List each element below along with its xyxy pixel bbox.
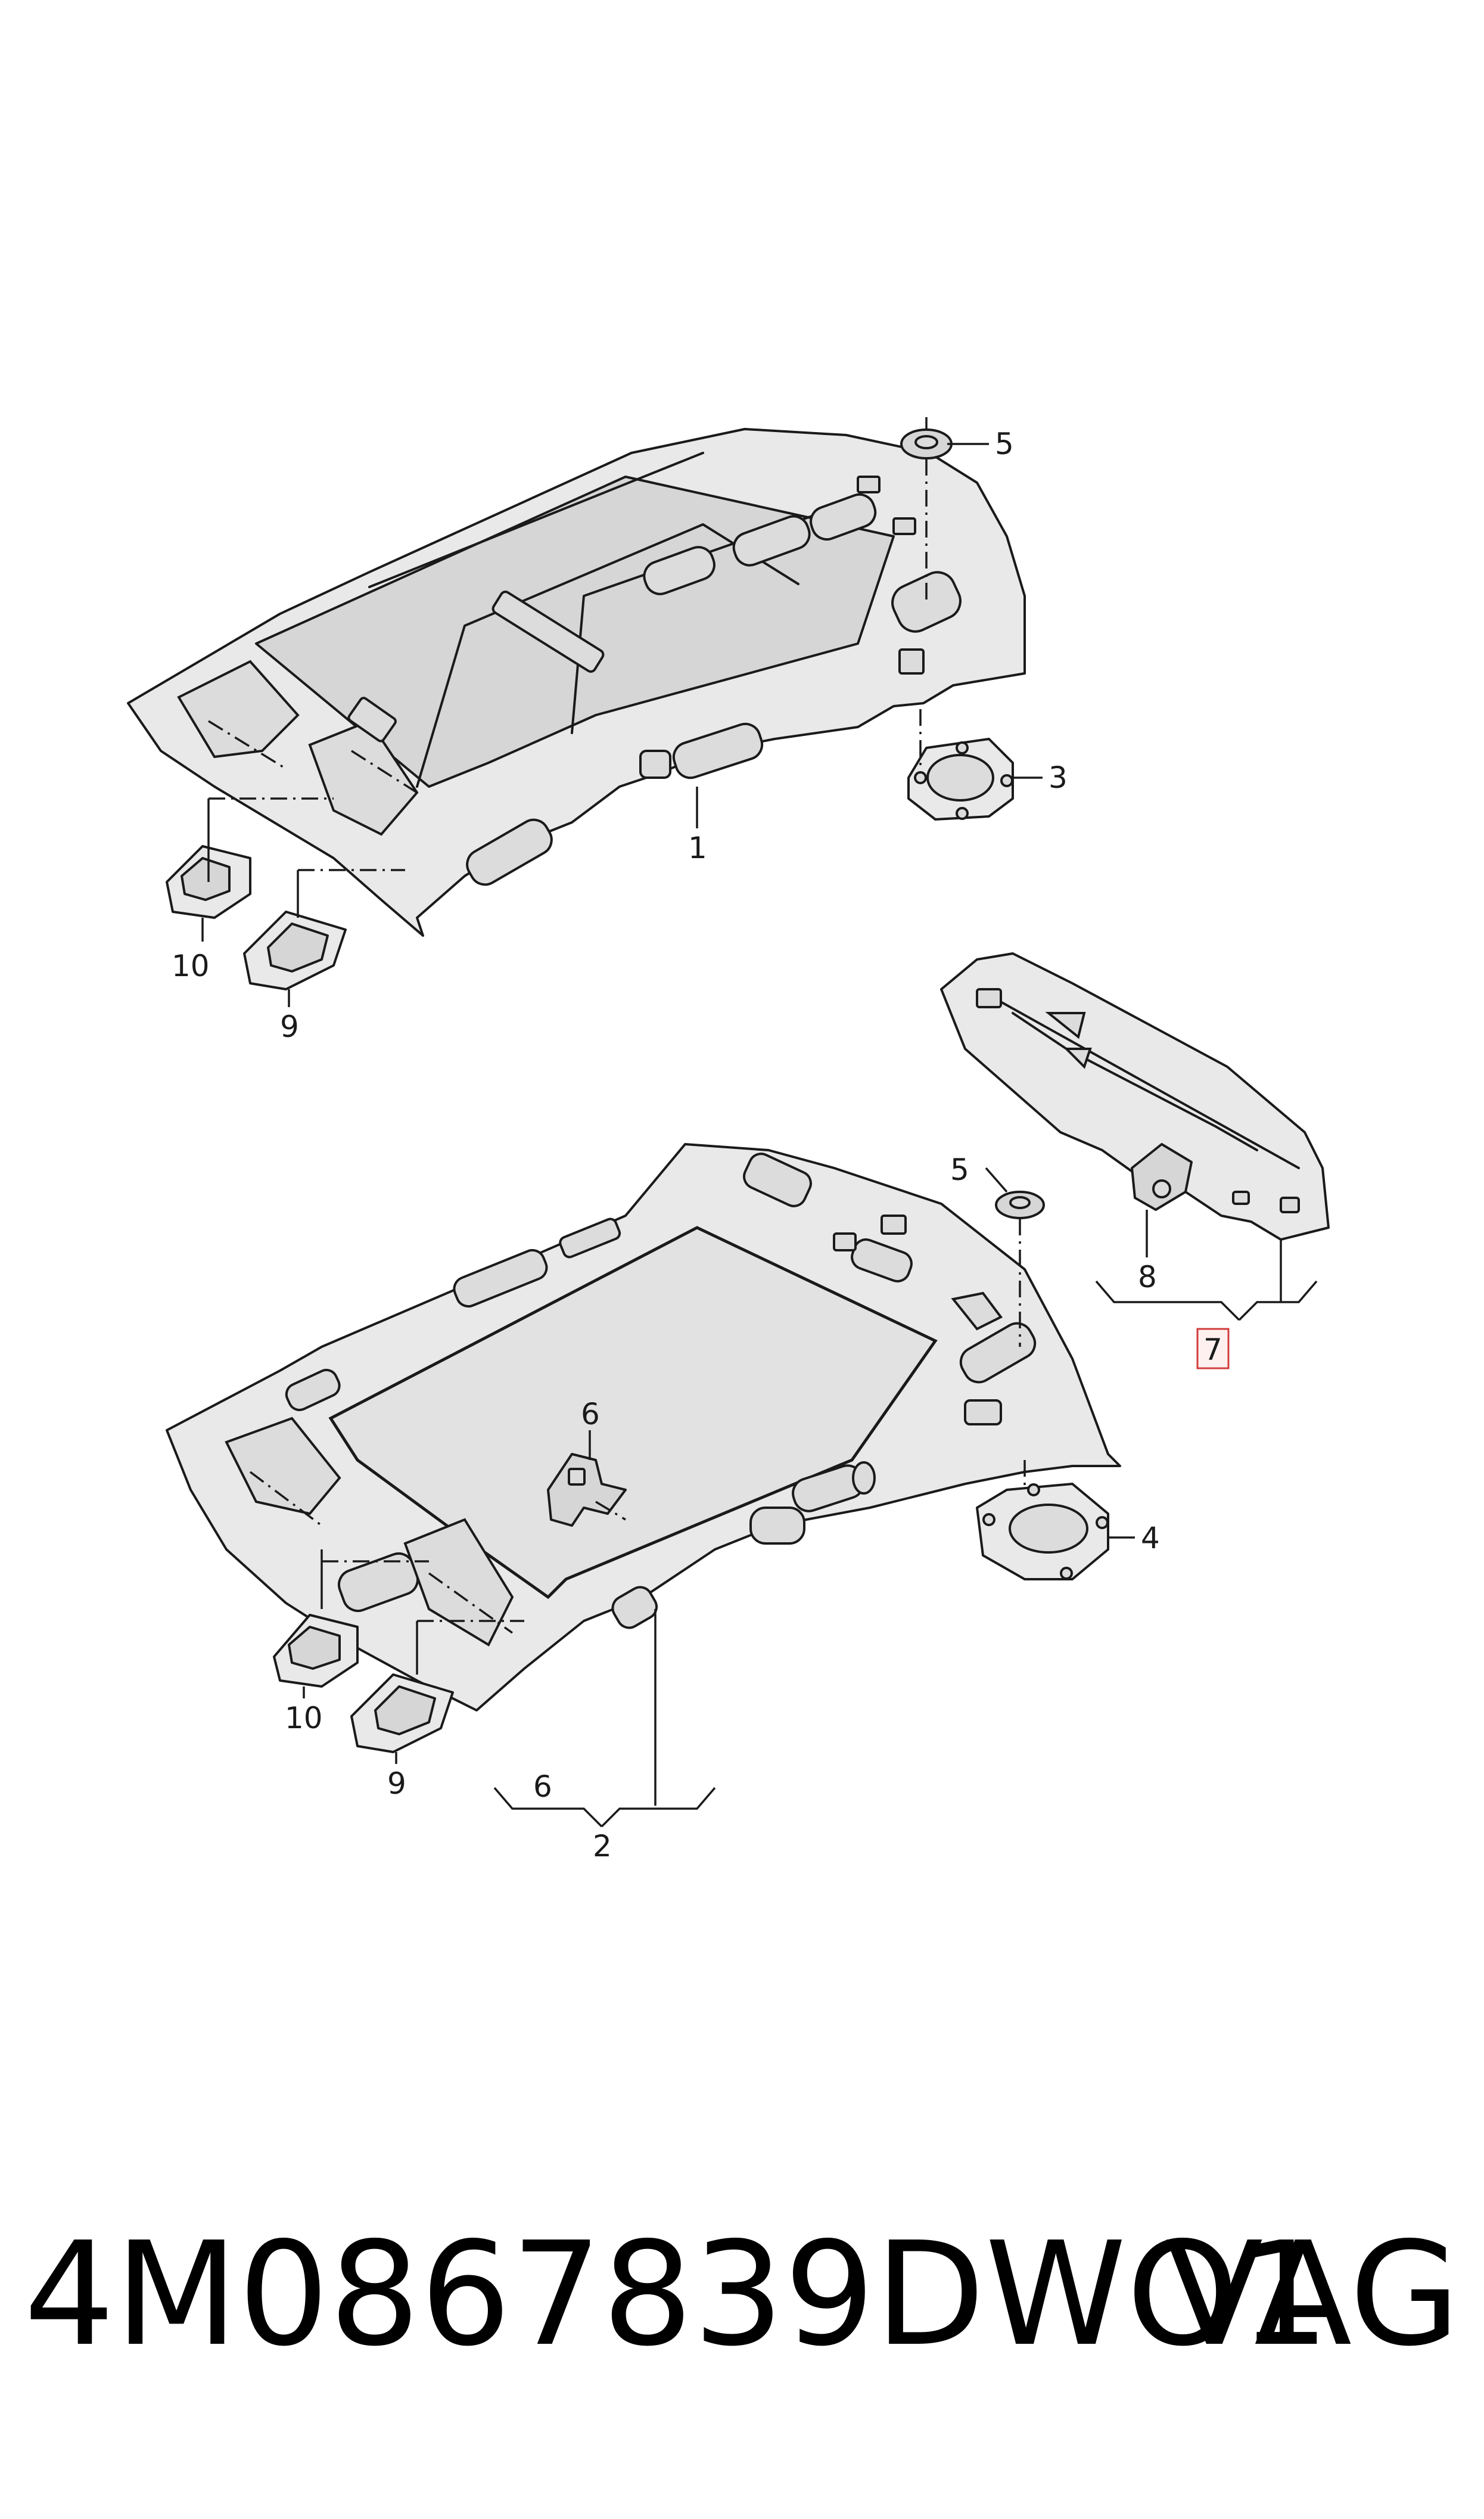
sunroof-opening	[328, 1226, 938, 1599]
callout-5-upper: 5	[995, 427, 1014, 461]
brand-label: VAG	[1165, 2211, 1460, 2378]
callout-1: 1	[688, 831, 707, 865]
callout-10-upper: 10	[172, 949, 210, 983]
grommet-lower	[995, 1191, 1045, 1219]
callout-9-lower: 9	[387, 1766, 406, 1801]
callout-4: 4	[1141, 1521, 1160, 1555]
callouts: 5 3 1 10 9 5 8 7 6 4 10 9 6 2	[172, 427, 1230, 1863]
part-number-label: 4M0867839DWO1	[24, 2211, 1330, 2378]
leader-lines	[201, 443, 1318, 1828]
grab-handle-lower	[350, 1673, 454, 1753]
callout-10-lower: 10	[285, 1701, 323, 1735]
callout-5-lower: 5	[950, 1153, 969, 1187]
rear-trim-panel	[940, 952, 1330, 1241]
speaker-bracket-lower	[976, 1483, 1109, 1580]
trim-clip	[1131, 1143, 1193, 1211]
grommet-upper	[900, 417, 953, 459]
grab-handle-upper	[243, 911, 347, 990]
callout-3: 3	[1049, 760, 1068, 795]
callout-7-highlight	[1196, 1328, 1230, 1369]
visor-clip-lower	[273, 1614, 359, 1688]
headliner-sunroof	[166, 1143, 1121, 1712]
callout-2: 2	[593, 1829, 612, 1863]
callout-9-upper: 9	[280, 1010, 299, 1044]
speaker-bracket-upper	[907, 738, 1014, 821]
callout-8: 8	[1138, 1260, 1157, 1294]
callout-6-lower: 6	[533, 1769, 552, 1804]
callout-7[interactable]: 7	[1203, 1333, 1222, 1367]
callout-6-upper: 6	[581, 1397, 600, 1431]
headliner-standard	[127, 428, 1026, 937]
